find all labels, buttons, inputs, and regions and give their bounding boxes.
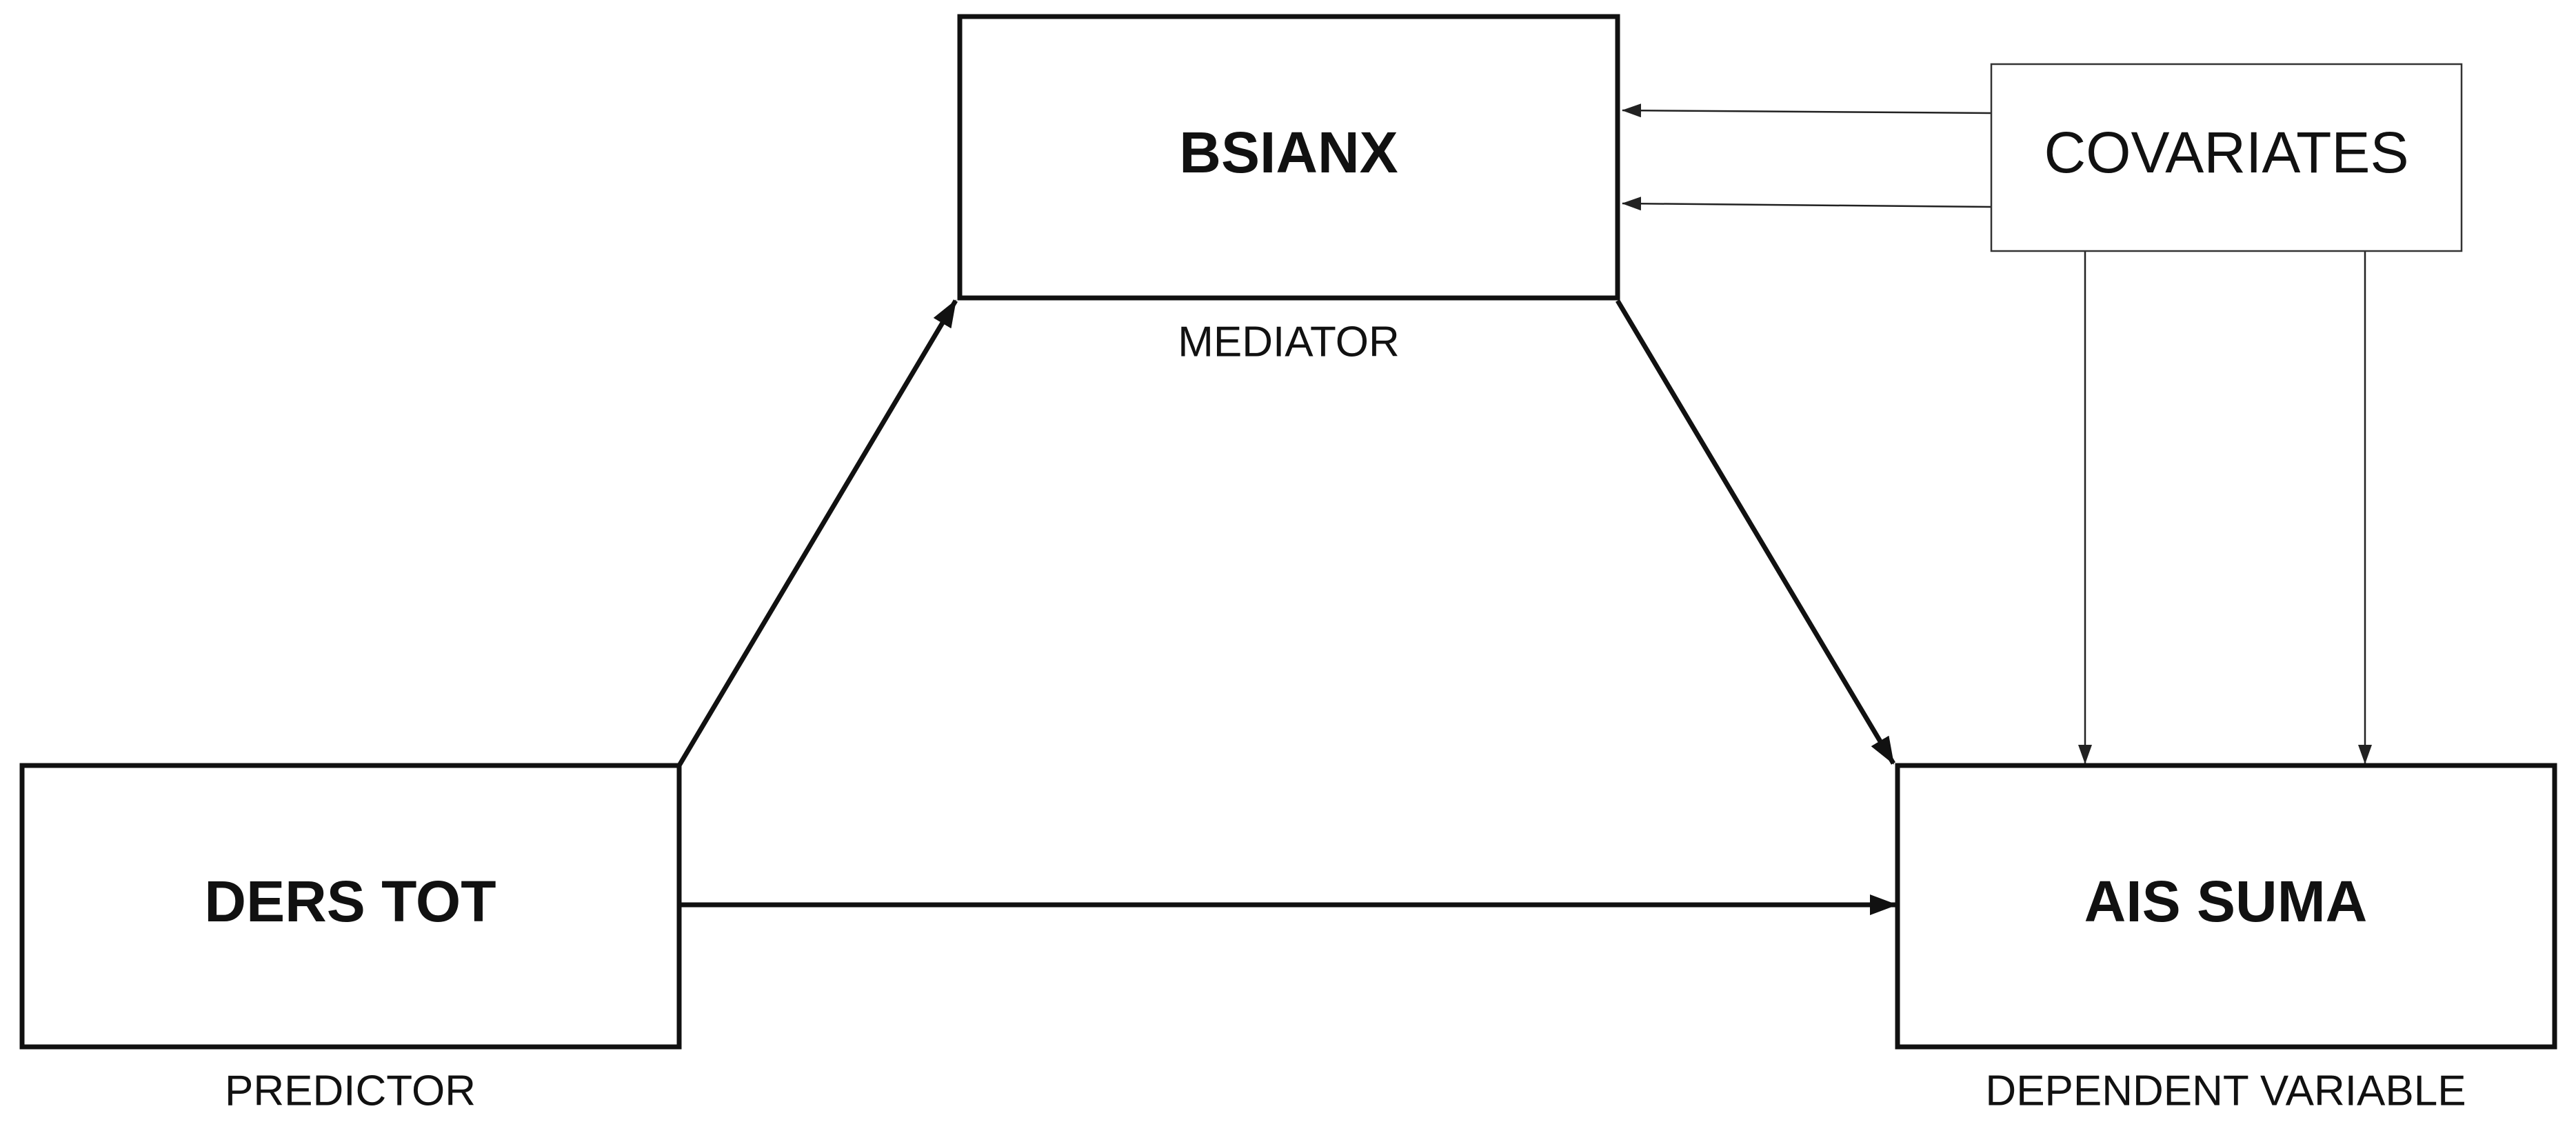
edge-covariates-to-mediator-upper bbox=[1622, 103, 1992, 118]
covariates-box bbox=[1990, 63, 2463, 252]
edge-mediator-to-outcome bbox=[1615, 299, 1896, 765]
mediator-box bbox=[957, 14, 1620, 301]
predictor-box bbox=[19, 763, 682, 1050]
edge-predictor-to-mediator bbox=[676, 299, 958, 767]
mediator-title: BSIANX bbox=[1179, 120, 1398, 185]
covariates-node: COVARIATES bbox=[1990, 63, 2463, 252]
mediator-node: BSIANX MEDIATOR bbox=[957, 14, 1620, 366]
predictor-title: DERS TOT bbox=[204, 869, 496, 934]
edges-group bbox=[676, 103, 2372, 915]
predictor-node: DERS TOT PREDICTOR bbox=[19, 763, 682, 1114]
outcome-title: AIS SUMA bbox=[2084, 869, 2368, 934]
outcome-role-label: DEPENDENT VARIABLE bbox=[1985, 1067, 2466, 1114]
edge-covariates-to-mediator-lower bbox=[1622, 197, 1992, 211]
predictor-role-label: PREDICTOR bbox=[225, 1067, 476, 1114]
covariates-title: COVARIATES bbox=[2044, 120, 2409, 185]
outcome-node: AIS SUMA DEPENDENT VARIABLE bbox=[1895, 763, 2557, 1114]
mediator-role-label: MEDIATOR bbox=[1178, 318, 1400, 366]
outcome-box bbox=[1895, 763, 2557, 1050]
